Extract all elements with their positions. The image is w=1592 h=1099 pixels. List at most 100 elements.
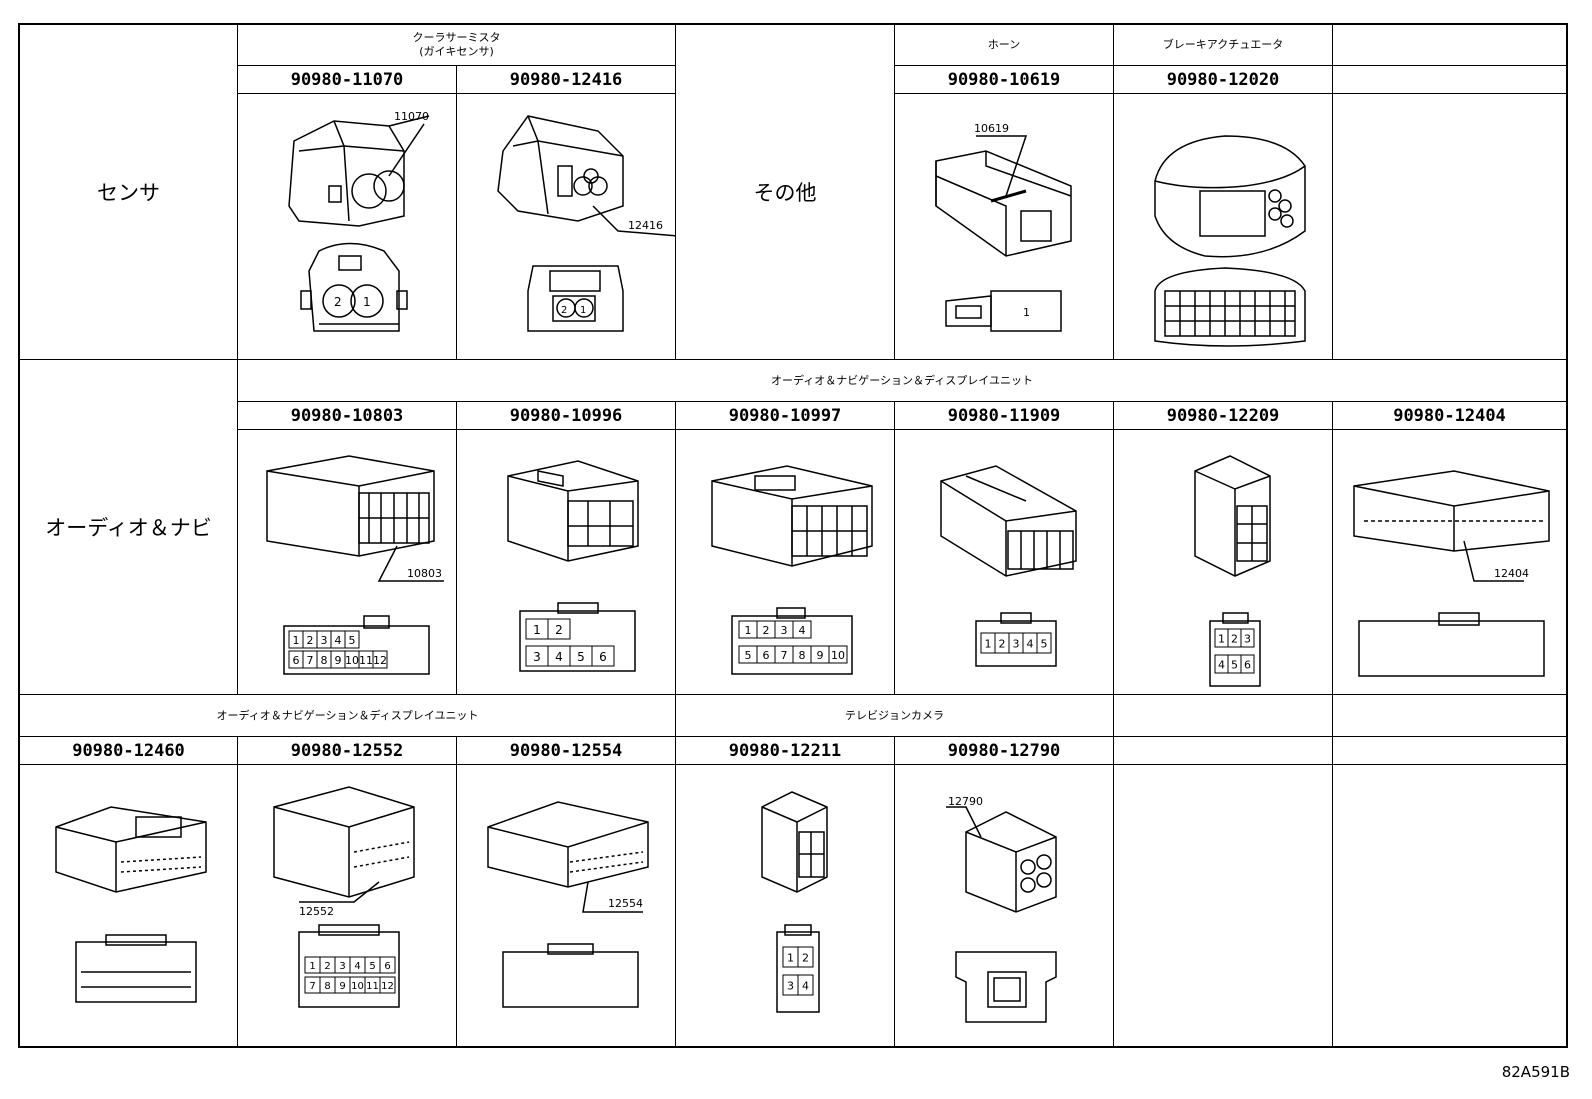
pin-label: 10 [831,649,845,662]
header-cooler-thermistor: クーラサーミスタ (ガイキセンサ) [238,25,676,66]
part-number: 90980-12552 [238,737,457,765]
part-number: 90980-10997 [676,402,895,430]
pin-label: 6 [599,650,607,664]
callout-label: 12552 [299,905,334,918]
pin-label: 11 [359,654,373,667]
pin-cell [372,650,387,669]
callout-label: 12404 [1494,567,1529,580]
empty-part-number [1333,737,1566,765]
part-number: 90980-12554 [457,737,676,765]
pin-cell [797,946,813,967]
pin-label: 6 [1244,659,1251,672]
pin-label: 8 [320,654,327,667]
pin-label: 1 [1218,633,1225,646]
callout-label: 12554 [608,897,643,910]
header-horn: ホーン [895,25,1114,66]
pin-label: 4 [1026,638,1033,651]
pin-label: 1 [533,623,541,637]
pin-label: 3 [320,634,327,647]
pin-label: 9 [339,981,345,992]
pin-label: 2 [762,624,769,637]
pin-label: 8 [324,981,330,992]
empty-part-number [1114,737,1333,765]
pin-cell [379,976,395,993]
connector-diagram-10619: 10619 1 [895,94,1114,360]
pin-cell [792,620,811,639]
pin-label: 3 [339,961,345,972]
part-number: 90980-12020 [1114,66,1333,94]
pin-label: 2 [334,295,342,309]
pin-label: 2 [306,634,313,647]
pin-label: 3 [780,624,787,637]
pin-label: 6 [292,654,299,667]
callout-label: 12416 [628,219,663,232]
connector-diagram-11070: 11070 2 1 [238,94,457,360]
category-audio-navi: オーディオ＆ナビ [20,360,238,695]
pin-label: 1 [744,624,751,637]
pin-label: 5 [1040,638,1047,651]
connector-diagram-12554: 12554 [457,765,676,1046]
pin-label: 10 [345,654,359,667]
pin-label: 1 [580,305,586,316]
callout-label: 10619 [974,122,1009,135]
pin-cell [344,630,359,649]
category-other: その他 [676,25,895,360]
empty-diagram [1333,765,1566,1046]
pin-label: 1 [309,961,315,972]
callout-label: 10803 [407,567,442,580]
empty-part-number [1333,66,1566,94]
pin-cell [828,645,847,664]
pin-label: 12 [373,654,387,667]
pin-label: 2 [561,305,567,316]
pin-label: 2 [1231,633,1238,646]
pin-cell [547,618,570,640]
pin-label: 9 [334,654,341,667]
pin-label: 5 [348,634,355,647]
empty-header [1114,695,1333,737]
part-number: 90980-12209 [1114,402,1333,430]
pin-label: 8 [798,649,805,662]
connector-diagram-12416: 12416 2 1 [457,94,676,360]
pin-label: 2 [555,623,563,637]
connector-diagram-12404: 12404 [1333,430,1566,695]
pin-label: 2 [998,638,1005,651]
pin-label: 5 [1231,659,1238,672]
part-number: 90980-12404 [1333,402,1566,430]
pin-cell [1240,654,1254,674]
pin-label: 1 [787,951,794,964]
pin-cell [591,645,614,667]
pin-label: 11 [366,981,379,992]
connector-table: センサ クーラサーミスタ (ガイキセンサ) 90980-11070 90980-… [18,23,1568,1048]
pin-label: 4 [354,961,360,972]
part-number: 90980-12211 [676,737,895,765]
pin-label: 6 [762,649,769,662]
header-brake-actuator: ブレーキアクチュエータ [1114,25,1333,66]
connector-diagram-12020 [1114,94,1333,360]
pin-label: 3 [787,979,794,992]
category-sensor: センサ [20,25,238,360]
pin-label: 1 [363,295,371,309]
header-audio-navigation-display-unit: オーディオ＆ナビゲーション＆ディスプレイユニット [20,695,676,737]
part-number: 90980-11909 [895,402,1114,430]
pin-label: 3 [533,650,541,664]
pin-label: 2 [802,951,809,964]
pin-label: 7 [306,654,313,667]
part-number: 90980-10619 [895,66,1114,94]
pin-label: 10 [351,981,364,992]
pin-label: 7 [309,981,315,992]
empty-diagram [1333,94,1566,360]
drawing-code: 82A591B [1501,1063,1570,1081]
header-audio-navigation-display-unit: オーディオ＆ナビゲーション＆ディスプレイユニット [238,360,1566,402]
empty-diagram [1114,765,1333,1046]
